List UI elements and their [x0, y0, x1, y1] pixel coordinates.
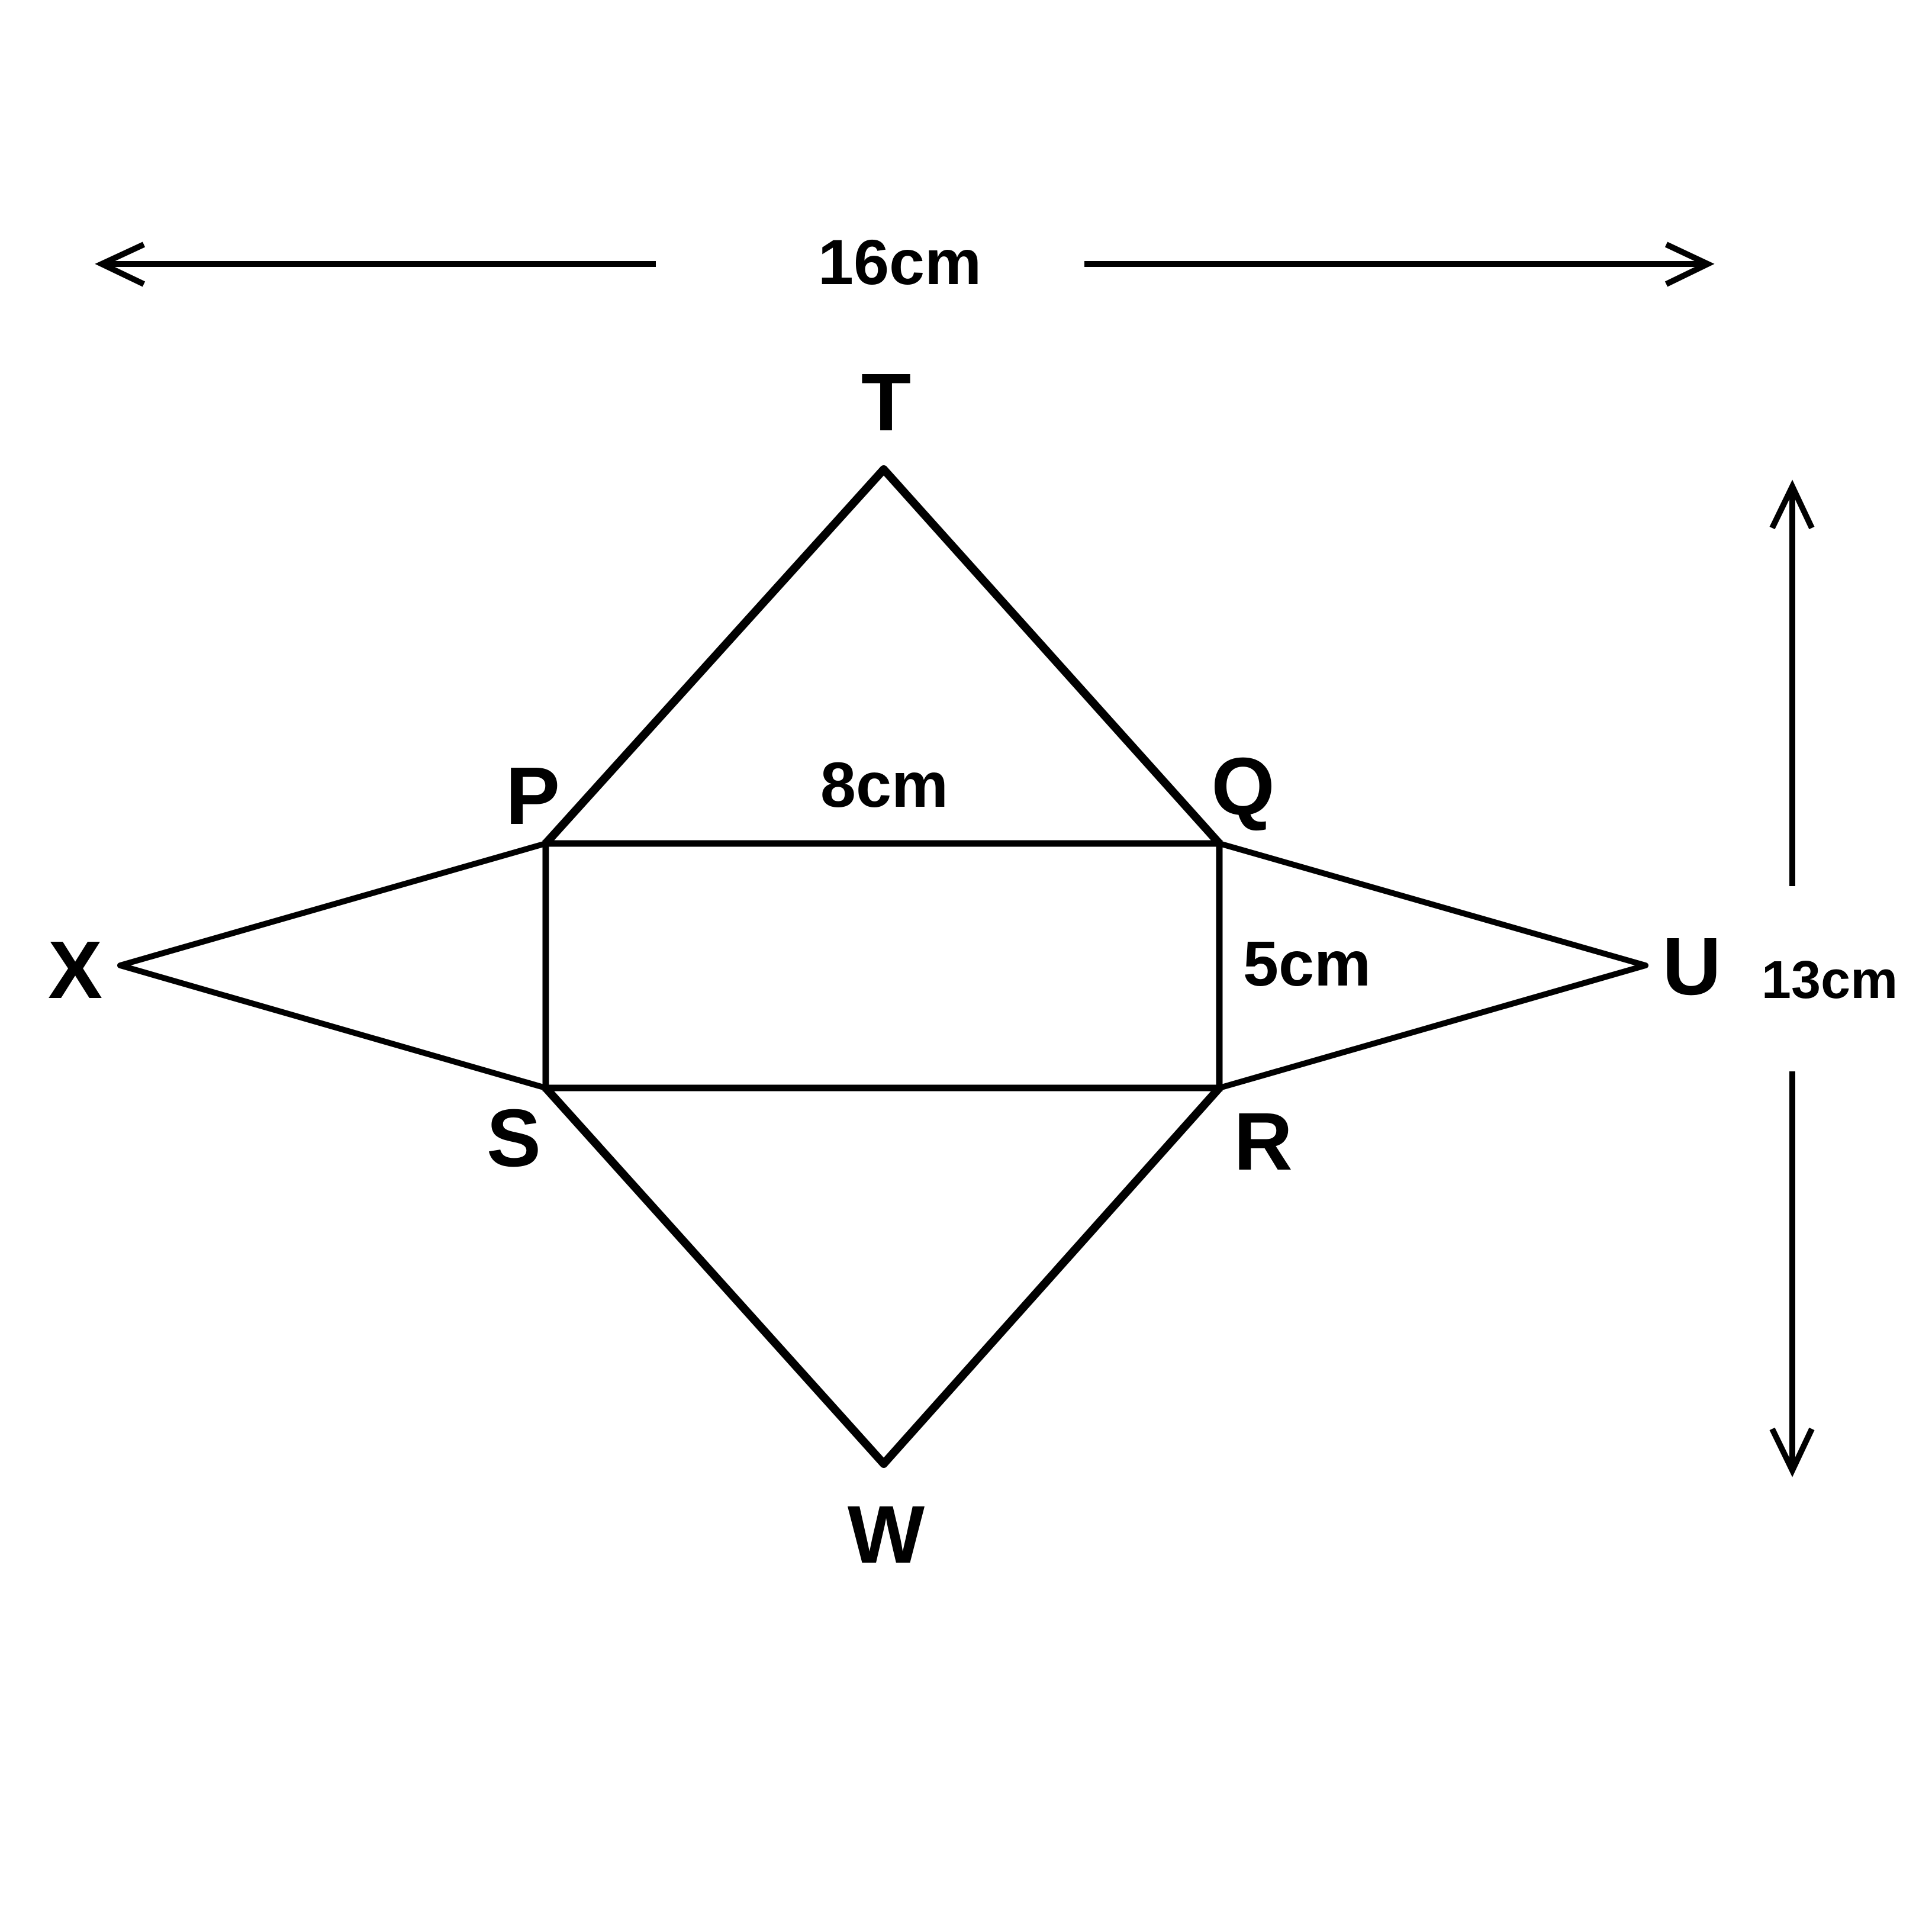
vertex-label-x: X	[48, 925, 102, 1016]
arrowhead-down-icon	[1769, 1427, 1815, 1477]
vertex-label-w: W	[848, 1489, 925, 1580]
width-dimension-arrow	[95, 242, 1715, 287]
arrowhead-right-icon	[1664, 242, 1715, 287]
dimension-label-total-height: 13cm	[1762, 951, 1898, 1010]
dimension-label-rect-height: 5cm	[1243, 928, 1371, 999]
rectangle-pqrs	[542, 840, 1223, 1091]
triangle-right-qur	[1218, 841, 1648, 1091]
arrowhead-up-icon	[1769, 479, 1815, 530]
vertex-label-u: U	[1662, 921, 1721, 1012]
dimension-label-rect-width: 8cm	[820, 749, 948, 820]
vertex-label-r: R	[1234, 1096, 1293, 1187]
vertex-label-t: T	[861, 357, 911, 448]
vertex-label-s: S	[487, 1093, 541, 1184]
triangle-bottom-swr	[542, 1085, 1223, 1468]
arrowhead-left-icon	[95, 242, 146, 287]
triangle-top-ptq	[542, 465, 1223, 846]
vertex-label-q: Q	[1211, 741, 1274, 832]
height-dimension-arrow	[1769, 479, 1815, 1477]
triangle-left-pxs	[117, 841, 547, 1091]
dimension-label-total-width: 16cm	[818, 226, 981, 298]
vertex-label-p: P	[505, 751, 560, 842]
